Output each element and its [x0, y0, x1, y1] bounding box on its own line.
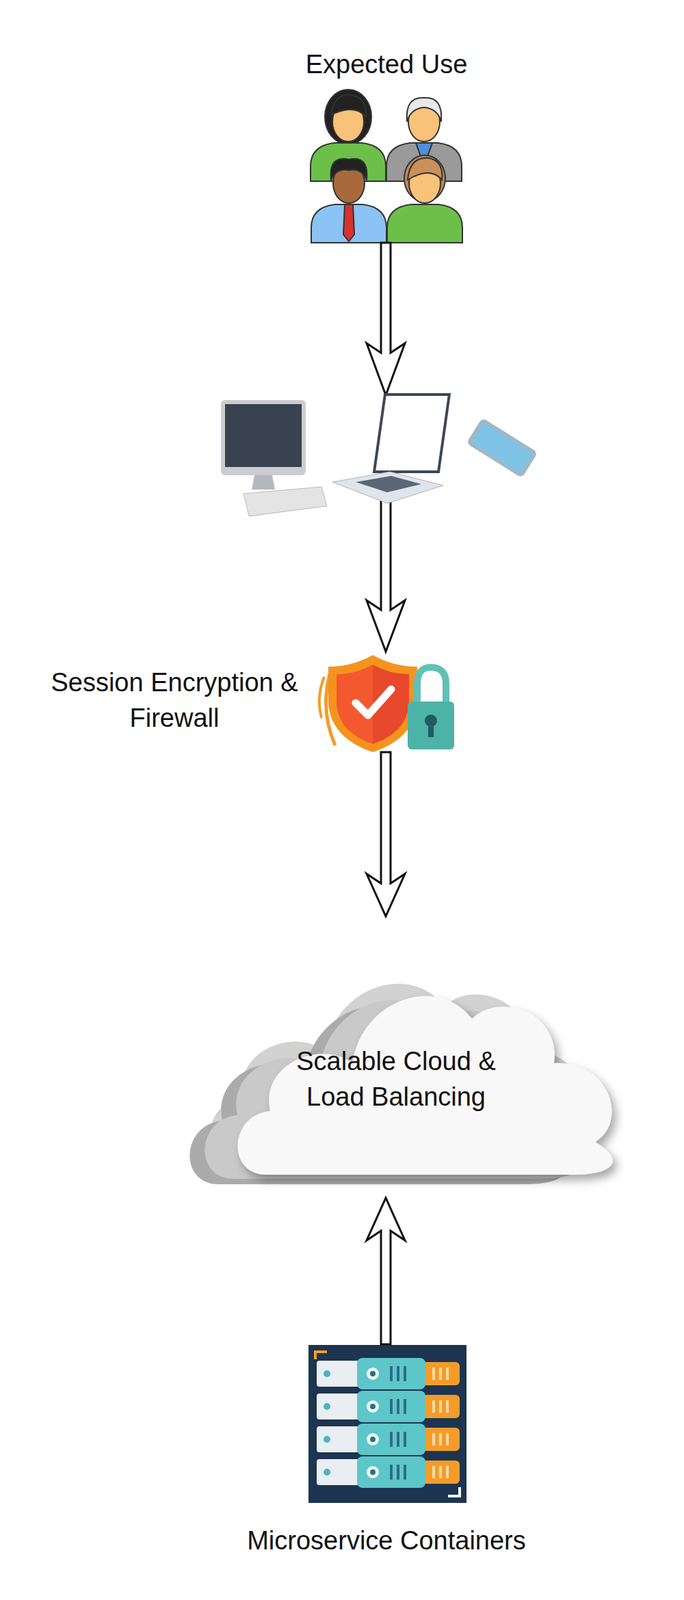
security-layer: Session Encryption & Firewall — [27, 648, 459, 753]
node-label: Microservice Containers — [205, 1523, 568, 1559]
node-label: Expected Use — [273, 46, 500, 83]
arrow-shape — [366, 1198, 405, 1345]
desktop-icon — [220, 400, 327, 517]
security-icon — [319, 655, 455, 753]
flow-arrow — [366, 1198, 405, 1345]
people-icon — [310, 89, 463, 243]
node-label: Scalable Cloud & Load Balancing — [286, 1043, 506, 1115]
node-label: Session Encryption & Firewall — [27, 664, 322, 736]
server-icon — [308, 1345, 467, 1504]
flow-arrow — [366, 752, 405, 917]
arrow-shape — [366, 752, 405, 917]
phone-icon — [466, 417, 539, 479]
laptop-icon — [332, 394, 450, 504]
container-group: Microservice Containers — [205, 1342, 568, 1561]
cloud-shape: Scalable Cloud & Load Balancing — [171, 916, 626, 1191]
actor-group: Expected Use — [273, 41, 500, 247]
